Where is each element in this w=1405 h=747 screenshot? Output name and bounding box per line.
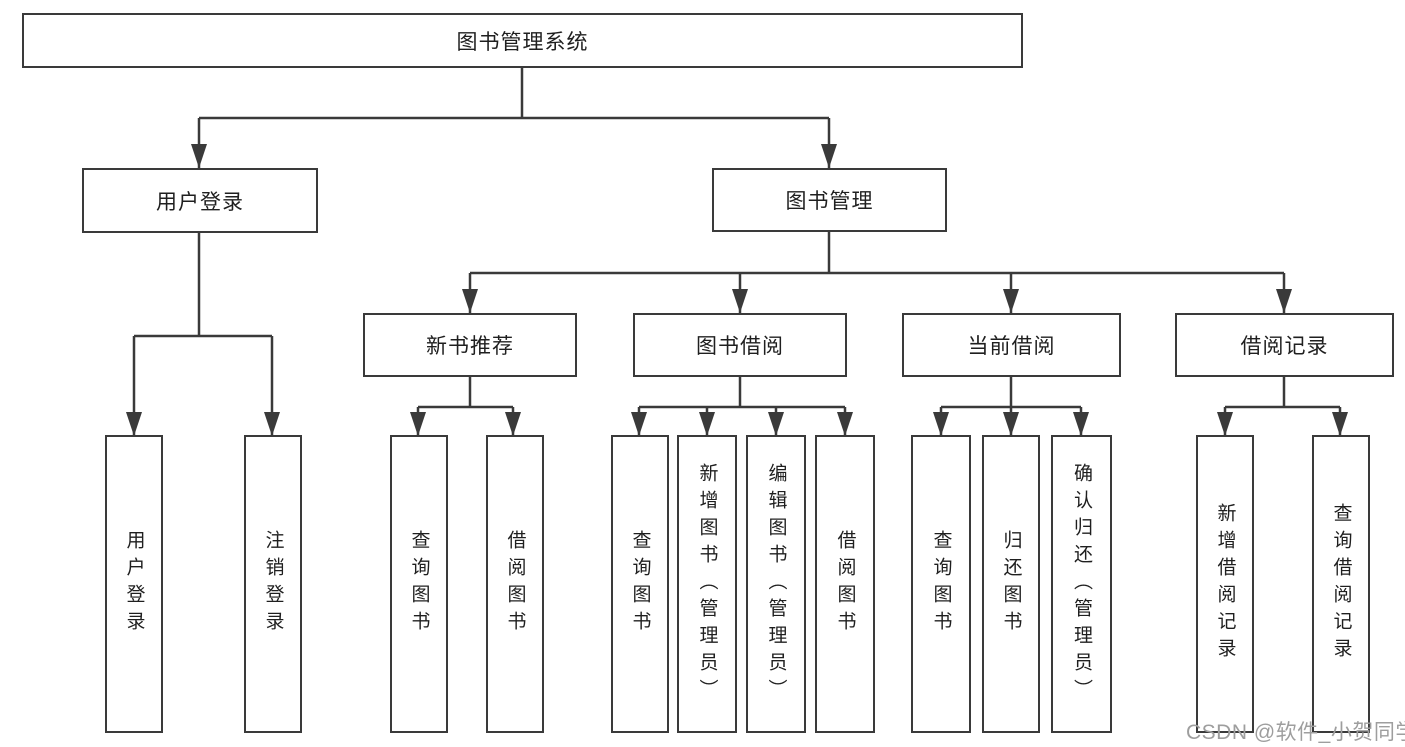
node-borrow-record: 借阅记录 [1175, 313, 1394, 377]
node-leaf-user-login: 用户登录 [105, 435, 163, 733]
node-leaf-return-book: 归还图书 [982, 435, 1040, 733]
leaf-label: 注销登录 [262, 530, 284, 638]
leaf-label: 查询图书 [629, 530, 651, 638]
leaf-label: 确认归还（管理员） [1071, 462, 1092, 706]
node-leaf-borrow-book-2: 借阅图书 [815, 435, 875, 733]
node-leaf-add-book-admin: 新增图书（管理员） [677, 435, 737, 733]
node-leaf-borrow-book-1: 借阅图书 [486, 435, 544, 733]
arrowheads [126, 144, 1348, 436]
leaf-label: 新增图书（管理员） [696, 462, 718, 706]
node-leaf-query-borrow-record: 查询借阅记录 [1312, 435, 1370, 733]
node-leaf-confirm-return-admin: 确认归还（管理员） [1051, 435, 1112, 733]
leaf-label: 借阅图书 [504, 530, 526, 638]
node-new-book-recommend: 新书推荐 [363, 313, 577, 377]
leaf-label: 借阅图书 [834, 530, 856, 638]
node-leaf-query-book-3: 查询图书 [911, 435, 971, 733]
node-current-borrow: 当前借阅 [902, 313, 1121, 377]
node-root-system: 图书管理系统 [22, 13, 1023, 68]
node-leaf-query-book-1: 查询图书 [390, 435, 448, 733]
leaf-label: 查询图书 [930, 530, 952, 638]
node-book-borrow: 图书借阅 [633, 313, 847, 377]
leaf-label: 查询借阅记录 [1330, 503, 1352, 665]
node-book-management: 图书管理 [712, 168, 947, 232]
node-leaf-add-borrow-record: 新增借阅记录 [1196, 435, 1254, 733]
leaf-label: 归还图书 [1000, 530, 1022, 638]
leaf-label: 新增借阅记录 [1214, 503, 1236, 665]
node-leaf-query-book-2: 查询图书 [611, 435, 669, 733]
node-leaf-logout: 注销登录 [244, 435, 302, 733]
node-user-login: 用户登录 [82, 168, 318, 233]
leaf-label: 查询图书 [408, 530, 430, 638]
node-leaf-edit-book-admin: 编辑图书（管理员） [746, 435, 806, 733]
csdn-watermark: CSDN @软件_小贺同学 [1186, 721, 1405, 744]
leaf-label: 用户登录 [123, 530, 145, 638]
leaf-label: 编辑图书（管理员） [765, 462, 787, 706]
